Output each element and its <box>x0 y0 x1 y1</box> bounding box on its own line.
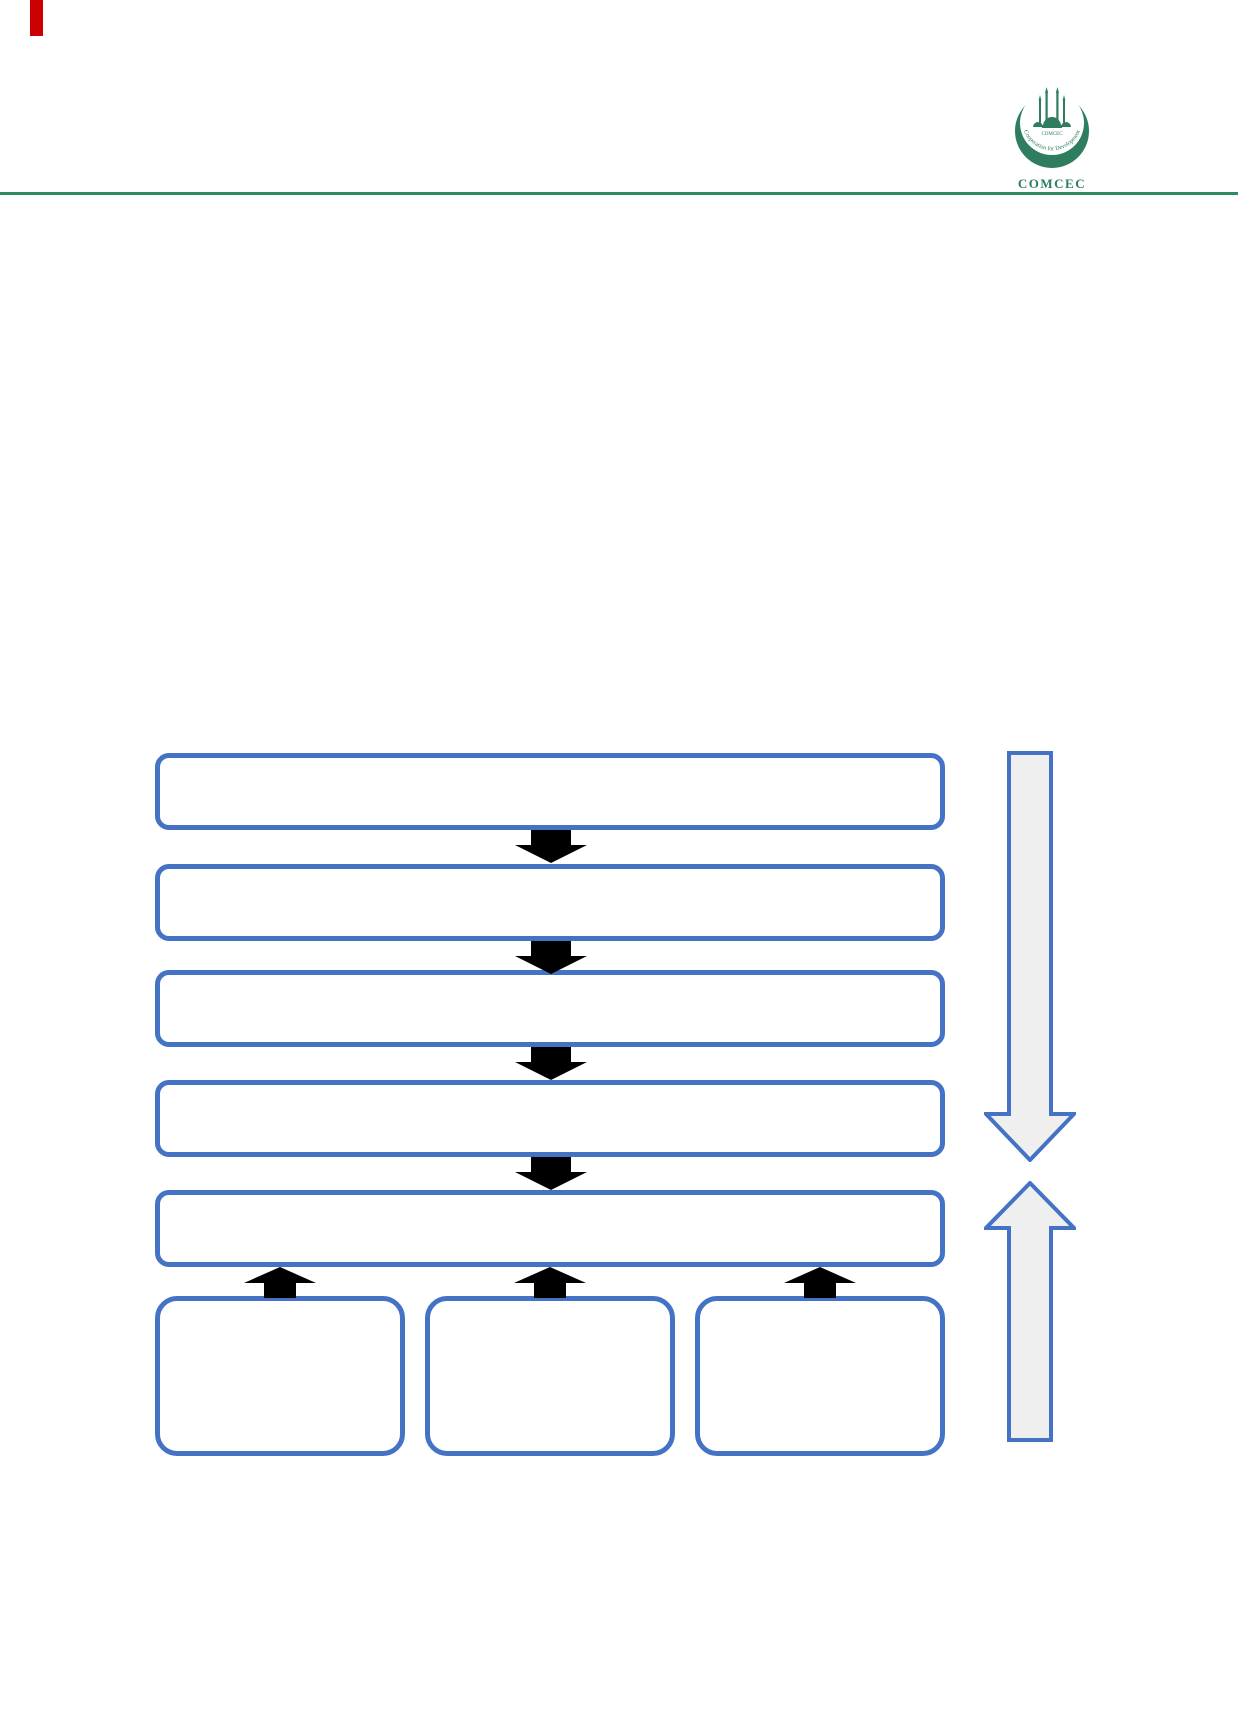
header-rule <box>0 192 1238 195</box>
bottom-box-1 <box>155 1296 405 1456</box>
bottom-box-2 <box>425 1296 675 1456</box>
bottom-box-1-label <box>160 1301 400 1451</box>
up-arrow-icon <box>244 1267 316 1298</box>
up-arrow-icon <box>514 1267 586 1298</box>
bottom-box-3-label <box>700 1301 940 1451</box>
text-cursor-mark <box>30 0 43 36</box>
big-down-arrow-icon <box>984 751 1076 1162</box>
flow-box-3 <box>155 970 945 1047</box>
flow-box-2 <box>155 864 945 941</box>
flow-box-1 <box>155 753 945 830</box>
flow-box-4 <box>155 1080 945 1157</box>
flow-box-3-label <box>160 975 940 1042</box>
flow-box-2-label <box>160 869 940 936</box>
bottom-box-3 <box>695 1296 945 1456</box>
logo-caption: COMCEC <box>1017 176 1087 191</box>
big-up-arrow-icon <box>984 1181 1076 1442</box>
mosque-silhouette <box>1033 87 1071 128</box>
flow-box-1-label <box>160 758 940 825</box>
up-arrow-icon <box>784 1267 856 1298</box>
down-arrow-icon <box>515 1157 587 1190</box>
bottom-box-2-label <box>430 1301 670 1451</box>
comcec-logo: COMCEC Cooperation for Development COMCE… <box>1006 86 1098 192</box>
flow-box-5 <box>155 1190 945 1267</box>
flow-box-5-label <box>160 1195 940 1262</box>
down-arrow-icon <box>515 1047 587 1080</box>
logo-inner-text: COMCEC <box>1041 132 1063 137</box>
comcec-crescent-icon: COMCEC Cooperation for Development <box>1015 87 1089 168</box>
down-arrow-icon <box>515 941 587 974</box>
down-arrow-icon <box>515 830 587 863</box>
flow-box-4-label <box>160 1085 940 1152</box>
